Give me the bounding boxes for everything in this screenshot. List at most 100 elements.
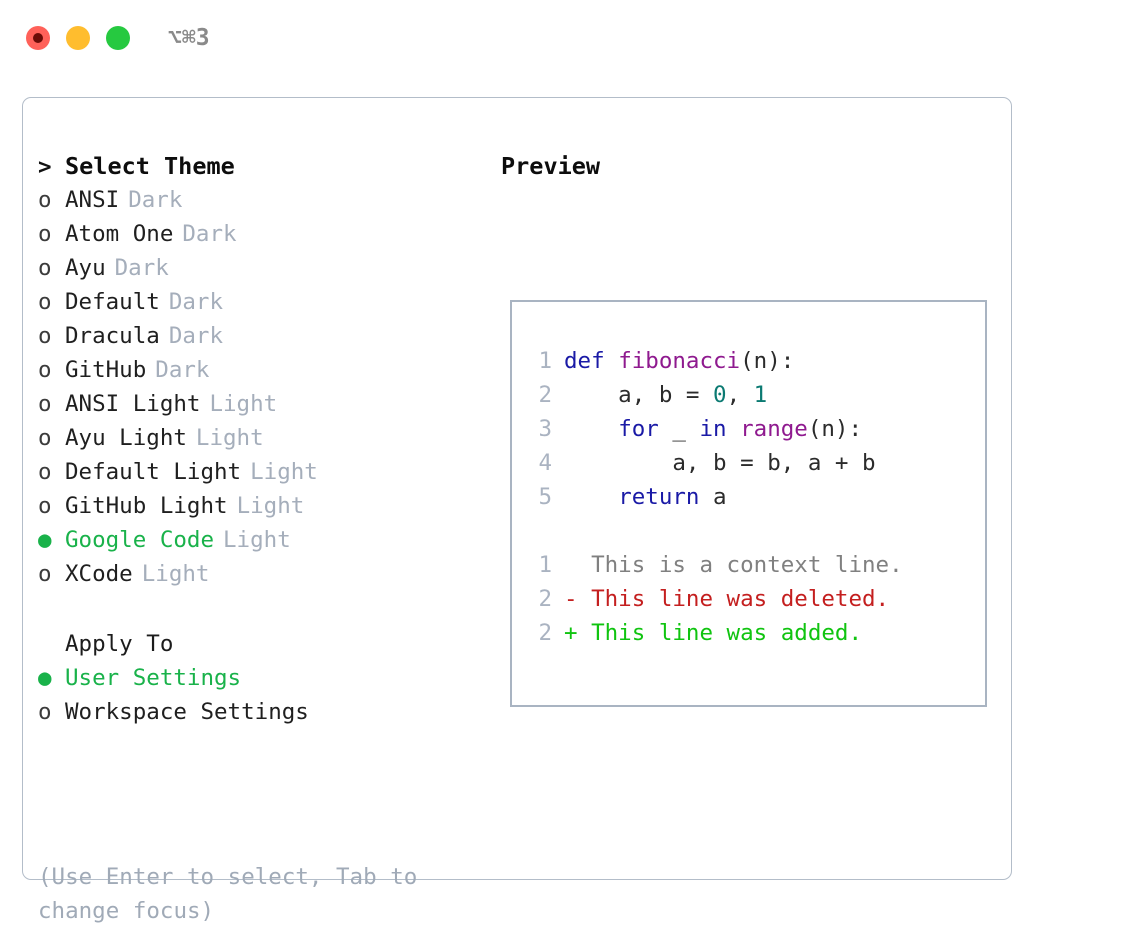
code-line: 5 return a [524, 480, 974, 514]
theme-option-atom-one[interactable]: o Atom One Dark [38, 217, 468, 251]
theme-category-label: Dark [155, 357, 210, 383]
apply-to-option-workspace-settings[interactable]: o Workspace Settings [38, 695, 468, 729]
theme-picker-title: Select Theme [65, 152, 235, 180]
theme-option-google-code[interactable]: ● Google Code Light [38, 523, 468, 557]
diff-line: 1 This is a context line. [524, 548, 974, 582]
code-token: a, b = b, a + b [564, 450, 876, 476]
radio-selected-icon[interactable]: ● [38, 527, 52, 553]
close-window-button[interactable] [26, 26, 50, 50]
apply-to-heading: Apply To [38, 627, 468, 661]
code-token: 0 [713, 382, 727, 408]
diff-line: 2 - This line was deleted. [524, 582, 974, 616]
theme-option-label: Atom One [65, 221, 174, 247]
code-token: def [564, 348, 619, 374]
diff-text: + This line was added. [564, 620, 863, 646]
theme-option-dracula[interactable]: o Dracula Dark [38, 319, 468, 353]
diff-text: - This line was deleted. [564, 586, 890, 612]
theme-option-default[interactable]: o Default Dark [38, 285, 468, 319]
theme-option-label: Dracula [65, 323, 160, 349]
theme-picker-heading: > Select Theme [38, 149, 468, 183]
theme-option-label: GitHub Light [65, 493, 228, 519]
preview-title: Preview [501, 152, 601, 180]
code-token: fibonacci [618, 348, 741, 374]
line-number: 3 [538, 416, 552, 442]
radio-selected-icon[interactable]: ● [38, 665, 52, 691]
theme-option-ansi-light[interactable]: o ANSI Light Light [38, 387, 468, 421]
apply-to-option-user-settings[interactable]: ●User Settings [38, 661, 468, 695]
code-token: return [618, 484, 700, 510]
theme-option-label: Google Code [65, 527, 215, 553]
theme-category-label: Light [209, 391, 278, 417]
theme-category-label: Dark [182, 221, 237, 247]
radio-icon[interactable]: o [38, 391, 52, 417]
code-token: for [618, 416, 659, 442]
code-token: a [699, 484, 727, 510]
radio-icon[interactable]: o [38, 289, 52, 315]
minimize-window-button[interactable] [66, 26, 90, 50]
line-number: 2 [538, 586, 552, 612]
apply-to-option-label: Workspace Settings [65, 699, 309, 725]
line-number: 2 [538, 382, 552, 408]
code-token: (n): [807, 416, 863, 442]
theme-option-xcode[interactable]: o XCode Light [38, 557, 468, 591]
theme-option-label: Default Light [65, 459, 242, 485]
theme-category-label: Light [250, 459, 318, 485]
theme-category-label: Light [236, 493, 305, 519]
radio-icon[interactable]: o [38, 357, 52, 383]
maximize-window-button[interactable] [106, 26, 130, 50]
caret-icon: > [38, 154, 52, 180]
code-token [727, 412, 741, 446]
code-token: , [726, 382, 754, 408]
code-token [564, 412, 618, 446]
theme-option-ansi[interactable]: o ANSI Dark [38, 183, 468, 217]
radio-icon[interactable]: o [38, 323, 52, 349]
diff-text: This is a context line. [564, 552, 903, 578]
radio-icon[interactable]: o [38, 699, 52, 725]
theme-option-github-light[interactable]: o GitHub Light Light [38, 489, 468, 523]
radio-icon[interactable]: o [38, 425, 52, 451]
code-line: 1 def fibonacci(n): [524, 344, 974, 378]
theme-option-label: Default [65, 289, 160, 315]
theme-option-default-light[interactable]: o Default Light Light [38, 455, 468, 489]
line-number: 1 [538, 348, 552, 374]
code-line: 2 a, b = 0, 1 [524, 378, 974, 412]
radio-icon[interactable]: o [38, 561, 52, 587]
theme-category-label: Light [223, 527, 291, 553]
theme-category-label: Dark [128, 187, 183, 213]
line-number: 2 [538, 620, 552, 646]
code-token: 1 [753, 382, 768, 408]
code-line: 3 for _ in range(n): [524, 412, 974, 446]
code-token: (n): [740, 348, 795, 374]
radio-icon[interactable]: o [38, 493, 52, 519]
theme-category-label: Light [141, 561, 210, 587]
keyboard-shortcut-label: ⌥⌘3 [168, 25, 210, 51]
radio-icon[interactable]: o [38, 255, 52, 281]
apply-to-marker-placeholder [38, 627, 65, 661]
theme-category-label: Dark [168, 323, 224, 349]
theme-category-label: Dark [168, 289, 224, 315]
radio-icon[interactable]: o [38, 459, 52, 485]
theme-option-label: XCode [65, 561, 133, 587]
keyboard-hint-text: (Use Enter to select, Tab to change focu… [38, 864, 418, 924]
line-number: 4 [538, 450, 552, 476]
line-number: 5 [538, 484, 552, 510]
theme-option-label: ANSI [65, 187, 120, 213]
code-token: a, b = [564, 382, 714, 408]
diff-line: 2 + This line was added. [524, 616, 974, 650]
code-token: in [699, 416, 727, 442]
line-number: 1 [538, 552, 552, 578]
radio-icon[interactable]: o [38, 187, 52, 213]
code-diff-separator [524, 514, 974, 548]
theme-category-label: Light [195, 425, 264, 451]
apply-to-title: Apply To [65, 631, 174, 657]
radio-icon[interactable]: o [38, 221, 52, 247]
theme-option-label: ANSI Light [65, 391, 201, 417]
theme-category-label: Dark [114, 255, 169, 281]
code-token: range [740, 416, 808, 442]
